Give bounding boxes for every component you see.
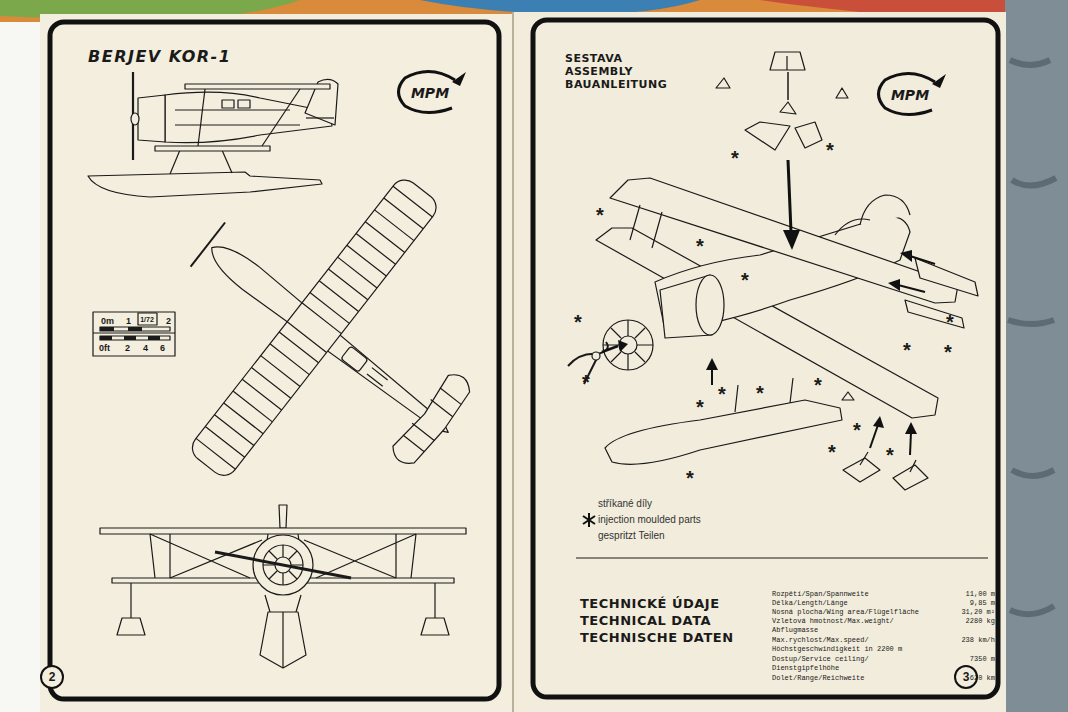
scale-number: 4 <box>143 343 148 353</box>
data-value-cell: 620 km <box>970 674 995 683</box>
data-value-cell: 238 km/h <box>961 636 995 645</box>
part-marker: * <box>903 339 911 362</box>
asterisk-symbol <box>583 513 595 527</box>
part-marker: * <box>686 467 694 490</box>
section-heading: SESTAVA <box>565 52 623 65</box>
section-heading: ASSEMBLY <box>565 65 633 78</box>
data-name-cell: Vzletová hmotnost/Max.weight/ Abflugmass… <box>772 617 937 635</box>
part-marker: * <box>718 383 726 406</box>
scale-number: 0m <box>101 316 114 326</box>
scale-ratio: 1/72 <box>140 316 154 323</box>
part-marker: * <box>853 419 861 442</box>
part-marker: * <box>696 396 704 419</box>
part-marker: * <box>944 341 952 364</box>
data-name-cell: Max.rychlost/Max.speed/ Höchstgeschwindi… <box>772 636 937 654</box>
part-marker: * <box>814 374 822 397</box>
section-heading: BAUANLEITUNG <box>565 78 667 91</box>
scale-number: 2 <box>166 316 171 326</box>
scale-number: 0ft <box>99 343 110 353</box>
part-marker: * <box>731 147 739 170</box>
part-marker: * <box>828 441 836 464</box>
scale-number: 6 <box>160 343 165 353</box>
part-marker: * <box>696 235 704 258</box>
legend-text: injection moulded parts <box>598 514 701 525</box>
data-name-cell: Rozpětí/Span/Spannweite <box>772 590 937 599</box>
page-number: 3 <box>963 670 970 684</box>
data-value-cell: 9,85 m <box>970 599 995 608</box>
legend-text: stříkané díly <box>598 498 652 509</box>
scale-number: 1 <box>126 316 131 326</box>
data-heading: TECHNICAL DATA <box>580 613 711 628</box>
page-number: 2 <box>49 670 56 684</box>
part-marker: * <box>826 139 834 162</box>
part-marker: * <box>886 444 894 467</box>
data-name-cell: Délka/Length/Länge <box>772 599 937 608</box>
brand-logo: MPM <box>891 87 929 103</box>
part-marker: * <box>596 204 604 227</box>
data-heading: TECHNISCHE DATEN <box>580 630 734 645</box>
data-value-cell: 7350 m <box>970 655 995 664</box>
part-marker: * <box>574 311 582 334</box>
data-name-cell: Dolet/Range/Reichweite <box>772 674 937 683</box>
sheet-title: BERJEV KOR-1 <box>88 47 231 66</box>
brand-logo: MPM <box>411 85 449 101</box>
data-value-cell: 11,00 m <box>966 590 995 599</box>
data-heading: TECHNICKÉ ÚDAJE <box>580 596 720 611</box>
legend-text: gespritzt Teilen <box>598 530 665 541</box>
part-marker: * <box>756 382 764 405</box>
data-value-cell: 2280 kg <box>966 617 995 626</box>
part-marker: * <box>741 269 749 292</box>
data-name-cell: Dostup/Service ceiling/ Dienstgipfelhöhe <box>772 655 937 673</box>
part-marker: * <box>582 371 590 394</box>
part-marker: * <box>946 311 954 334</box>
scale-number: 2 <box>125 343 130 353</box>
data-name-cell: Nosná plocha/Wing area/Flügelfläche <box>772 608 937 617</box>
data-value-cell: 31,20 m² <box>961 608 995 617</box>
